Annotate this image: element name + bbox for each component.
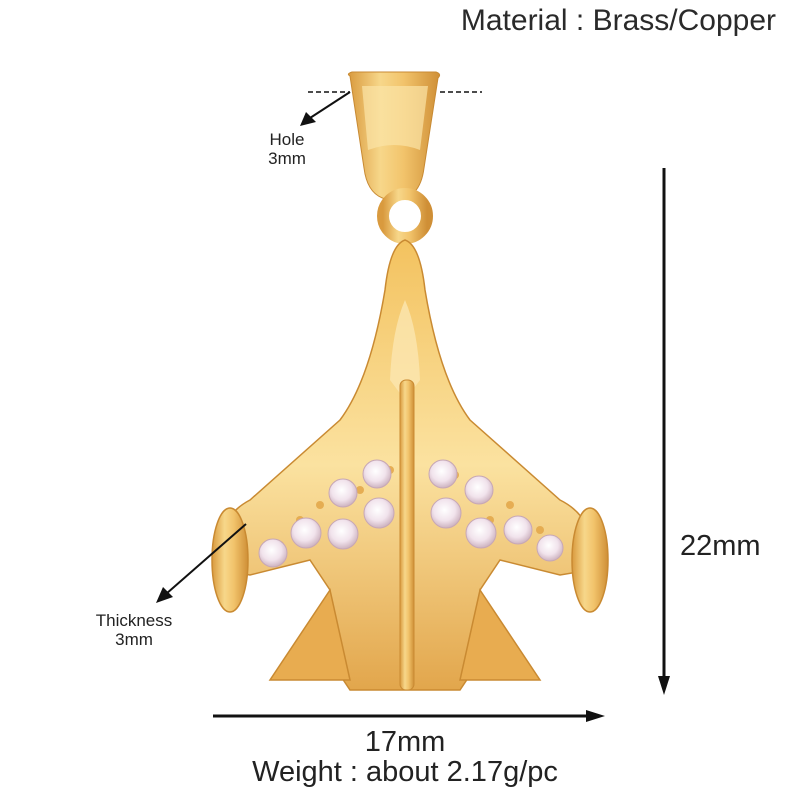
hole-label-text: Hole — [269, 130, 305, 149]
bail — [347, 71, 441, 201]
left-wingtip — [211, 507, 249, 613]
width-arrow — [213, 710, 605, 722]
material-label: Material : Brass/Copper — [460, 4, 776, 37]
right-wingtip — [571, 507, 609, 613]
height-dimension: 22mm — [680, 530, 761, 562]
hole-size: 3mm — [268, 149, 306, 168]
thickness-size: 3mm — [115, 630, 153, 649]
jump-ring — [377, 188, 433, 244]
thickness-label: Thickness 3mm — [78, 611, 190, 649]
height-arrow — [658, 168, 670, 695]
cz-stones — [258, 459, 564, 568]
hole-arrow — [300, 91, 351, 126]
thickness-label-text: Thickness — [95, 611, 173, 630]
weight-label: Weight : about 2.17g/pc — [252, 756, 558, 788]
thickness-arrow — [156, 523, 247, 603]
width-dimension: 17mm — [364, 726, 446, 758]
hole-label: Hole 3mm — [258, 130, 316, 168]
